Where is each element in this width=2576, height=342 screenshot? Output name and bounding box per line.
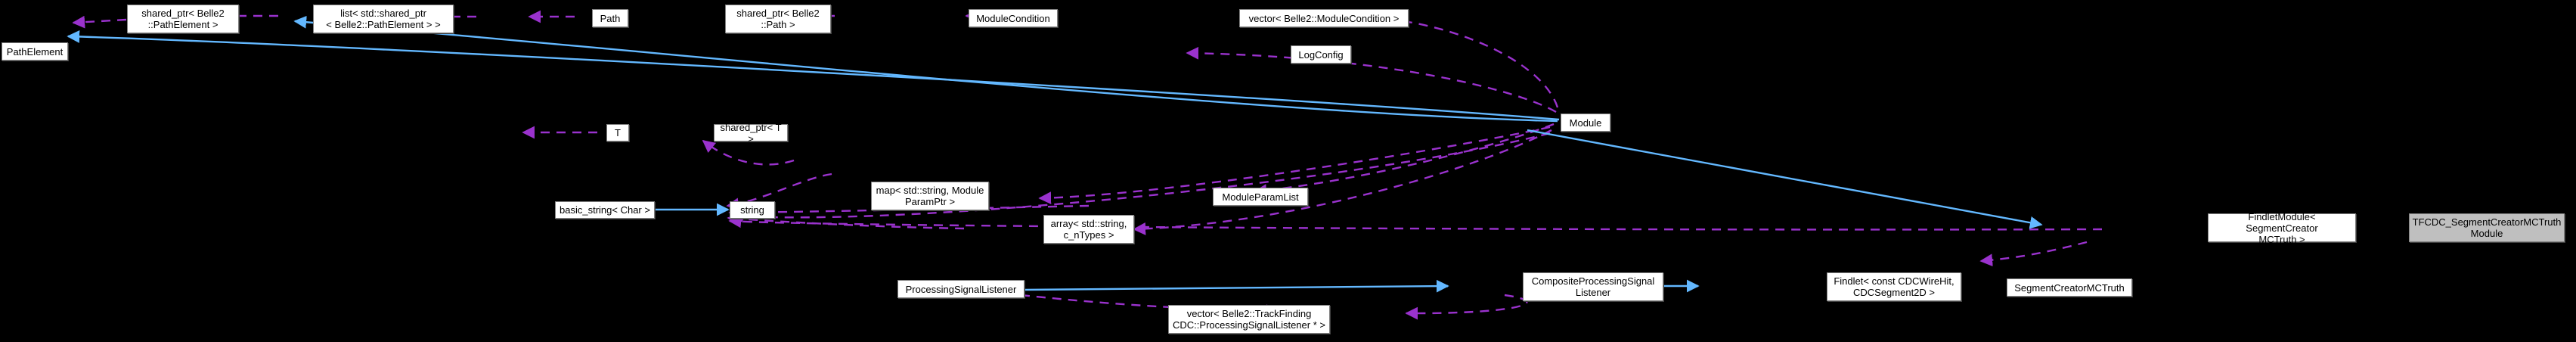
node-basic-string-char[interactable]: basic_string< Char >	[555, 201, 655, 219]
node-label: shared_ptr< Belle2 ::PathElement >	[141, 8, 225, 30]
node-label: ProcessingSignalListener	[905, 283, 1017, 295]
node-label: array< std::string, c_nTypes >	[1050, 218, 1127, 241]
node-t[interactable]: T	[606, 124, 629, 141]
node-label: ModuleCondition	[976, 12, 1050, 24]
node-path-element[interactable]: PathElement	[2, 42, 68, 61]
node-label: shared_ptr< Belle2 ::Path >	[736, 8, 820, 30]
node-label: TFCDC_SegmentCreatorMCTruth Module	[2412, 216, 2562, 239]
node-label: PathElement	[6, 45, 64, 58]
node-module-param-list[interactable]: ModuleParamList	[1213, 188, 1308, 206]
node-label: basic_string< Char >	[560, 204, 650, 216]
node-findlet-module-segment-creator-mctruth[interactable]: FindletModule< SegmentCreator MCTruth >	[2208, 210, 2356, 245]
node-label: T	[615, 127, 621, 138]
node-label: vector< Belle2::TrackFinding CDC::Proces…	[1173, 308, 1325, 331]
node-tfcdc-segment-creator-mctruth-module[interactable]: TFCDC_SegmentCreatorMCTruth Module	[2409, 213, 2565, 242]
node-label: Path	[600, 12, 621, 24]
node-label: map< std::string, Module ParamPtr >	[876, 185, 984, 207]
node-module[interactable]: Module	[1561, 113, 1610, 132]
node-path[interactable]: Path	[592, 9, 628, 27]
node-vector-module-condition[interactable]: vector< Belle2::ModuleCondition >	[1239, 9, 1409, 27]
node-findlet-cdcwirehit-cdcsegment2d[interactable]: Findlet< const CDCWireHit, CDCSegment2D …	[1827, 272, 1961, 301]
node-shared-ptr-t[interactable]: shared_ptr< T >	[714, 122, 788, 145]
node-string[interactable]: string	[730, 201, 775, 219]
node-log-config[interactable]: LogConfig	[1291, 45, 1351, 64]
node-label: string	[740, 204, 764, 216]
node-map-string-module-param-ptr[interactable]: map< std::string, Module ParamPtr >	[871, 182, 989, 210]
node-label: FindletModule< SegmentCreator MCTruth >	[2246, 210, 2318, 245]
node-label: Module	[1569, 117, 1602, 129]
node-label: LogConfig	[1298, 48, 1344, 61]
node-module-condition[interactable]: ModuleCondition	[969, 9, 1058, 27]
node-label: shared_ptr< T >	[720, 121, 782, 145]
node-label: ModuleParamList	[1222, 191, 1299, 203]
node-processing-signal-listener[interactable]: ProcessingSignalListener	[897, 280, 1025, 298]
node-label: list< std::shared_ptr < Belle2::PathElem…	[326, 8, 441, 30]
inheritance-edges	[67, 15, 2323, 293]
node-composite-processing-signal-listener[interactable]: CompositeProcessingSignal Listener	[1523, 272, 1663, 301]
node-label: SegmentCreatorMCTruth	[2014, 281, 2125, 294]
node-label: CompositeProcessingSignal Listener	[1531, 275, 1655, 298]
node-segment-creator-mctruth[interactable]: SegmentCreatorMCTruth	[2007, 278, 2132, 297]
node-list-shared-ptr-path-element[interactable]: list< std::shared_ptr < Belle2::PathElem…	[313, 5, 454, 33]
node-array-string-ntypes[interactable]: array< std::string, c_nTypes >	[1043, 215, 1134, 244]
usage-edges	[72, 9, 2103, 320]
node-label: Findlet< const CDCWireHit, CDCSegment2D …	[1834, 275, 1954, 298]
node-label: vector< Belle2::ModuleCondition >	[1248, 12, 1400, 24]
node-shared-ptr-path-element[interactable]: shared_ptr< Belle2 ::PathElement >	[127, 5, 239, 33]
node-vector-processing-signal-listener-ptr[interactable]: vector< Belle2::TrackFinding CDC::Proces…	[1168, 305, 1330, 334]
node-shared-ptr-path[interactable]: shared_ptr< Belle2 ::Path >	[725, 5, 831, 33]
